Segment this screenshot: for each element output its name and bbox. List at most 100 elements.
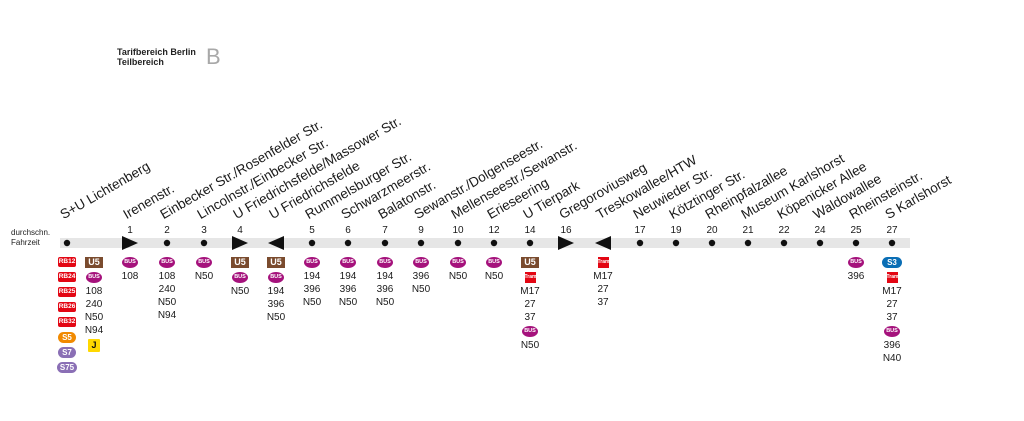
line-badge-bus: BUS xyxy=(196,257,212,268)
connection-line-number: N50 xyxy=(375,297,395,308)
line-badge-bus: BUS xyxy=(159,257,175,268)
connection-line-number: N94 xyxy=(157,310,177,321)
line-badge-bus: BUS xyxy=(522,326,538,337)
connection-line-number: N50 xyxy=(157,297,177,308)
connection-line-number: N50 xyxy=(411,284,431,295)
stop-dot xyxy=(744,239,752,247)
line-badge-s5: S5 xyxy=(58,332,76,343)
connection-line-number: N50 xyxy=(484,271,504,282)
tariff-zone-label: Tarifbereich Berlin Teilbereich xyxy=(117,47,196,67)
stop-minute: 7 xyxy=(382,225,388,236)
direction-arrow-right-icon xyxy=(122,236,138,250)
line-badge-tram: Tram xyxy=(886,272,898,283)
line-badge-u5: U5 xyxy=(85,257,103,268)
connection-line-number: N94 xyxy=(84,325,104,336)
line-badge-s3: S3 xyxy=(882,257,902,268)
route-bar xyxy=(60,238,910,248)
line-badge-bus: BUS xyxy=(122,257,138,268)
stop-dot xyxy=(852,239,860,247)
connection-line-number: 396 xyxy=(376,284,394,295)
connection-line-number: 396 xyxy=(267,299,285,310)
connection-line-number: 396 xyxy=(412,271,430,282)
stop-minute: 3 xyxy=(201,225,207,236)
connection-line-number: 37 xyxy=(597,297,609,308)
line-badge-u5: U5 xyxy=(521,257,539,268)
stop-minute: 14 xyxy=(524,225,536,236)
stop-dot xyxy=(636,239,644,247)
stop-minute: 12 xyxy=(488,225,500,236)
stop-dot xyxy=(308,239,316,247)
stop-minute: 21 xyxy=(742,225,754,236)
average-travel-time-line1: durchschn. xyxy=(11,228,51,237)
stop-dot xyxy=(344,239,352,247)
stop-minute: 24 xyxy=(814,225,826,236)
connection-line-number: N50 xyxy=(266,312,286,323)
connection-line-number: 27 xyxy=(524,299,536,310)
stop-dot xyxy=(63,239,71,247)
direction-arrow-left-icon xyxy=(595,236,611,250)
stop-minute: 1 xyxy=(127,225,133,236)
connection-line-number: 37 xyxy=(524,312,536,323)
stop-minute: 27 xyxy=(886,225,898,236)
connection-line-number: N50 xyxy=(338,297,358,308)
stop-minute: 10 xyxy=(452,225,464,236)
stop-dot xyxy=(780,239,788,247)
connection-line-number: 396 xyxy=(303,284,321,295)
stop-dot xyxy=(672,239,680,247)
connection-line-number: 108 xyxy=(85,286,103,297)
line-badge-bus: BUS xyxy=(848,257,864,268)
stop-dot xyxy=(417,239,425,247)
connection-line-number: N50 xyxy=(302,297,322,308)
stop-minute: 25 xyxy=(850,225,862,236)
line-badge-u5: U5 xyxy=(231,257,249,268)
tariff-zone-line1: Tarifbereich Berlin xyxy=(117,47,196,57)
line-badge-s7: S7 xyxy=(58,347,76,358)
stop-dot xyxy=(200,239,208,247)
stop-minute: 20 xyxy=(706,225,718,236)
direction-arrow-right-icon xyxy=(558,236,574,250)
line-badge-bus: BUS xyxy=(884,326,900,337)
stop-minute: 19 xyxy=(670,225,682,236)
connection-line-number: 27 xyxy=(886,299,898,310)
stop-minute: 6 xyxy=(345,225,351,236)
connection-line-number: N50 xyxy=(194,271,214,282)
line-badge-rb12: RB12 xyxy=(58,257,76,267)
line-badge-s75: S75 xyxy=(57,362,77,373)
connection-line-number: 108 xyxy=(121,271,139,282)
connection-line-number: 37 xyxy=(886,312,898,323)
connection-line-number: M17 xyxy=(882,286,902,297)
line-badge-bus: BUS xyxy=(450,257,466,268)
connection-line-number: N50 xyxy=(230,286,250,297)
line-badge-rb26: RB26 xyxy=(58,302,76,312)
stop-minute: 9 xyxy=(418,225,424,236)
line-badge-u5: U5 xyxy=(267,257,285,268)
connection-line-number: 108 xyxy=(158,271,176,282)
connection-line-number: 396 xyxy=(883,340,901,351)
stop-dot xyxy=(708,239,716,247)
line-badge-bus: BUS xyxy=(377,257,393,268)
line-badge-bus: BUS xyxy=(413,257,429,268)
line-badge-tram: Tram xyxy=(524,272,536,283)
connection-line-number: N40 xyxy=(882,353,902,364)
stop-dot xyxy=(526,239,534,247)
connection-line-number: 240 xyxy=(158,284,176,295)
connection-line-number: 194 xyxy=(267,286,285,297)
connection-line-number: N50 xyxy=(448,271,468,282)
line-badge-j: J xyxy=(88,339,100,352)
direction-arrow-left-icon xyxy=(268,236,284,250)
connection-line-number: 194 xyxy=(339,271,357,282)
stop-minute: 2 xyxy=(164,225,170,236)
line-badge-rb32: RB32 xyxy=(58,317,76,327)
stop-minute: 17 xyxy=(634,225,646,236)
connection-line-number: M17 xyxy=(520,286,540,297)
stop-dot xyxy=(381,239,389,247)
connection-line-number: N50 xyxy=(520,340,540,351)
tariff-zone-line2: Teilbereich xyxy=(117,57,164,67)
stop-dot xyxy=(454,239,462,247)
connection-line-number: 240 xyxy=(85,299,103,310)
line-badge-bus: BUS xyxy=(268,272,284,283)
connection-line-number: M17 xyxy=(593,271,613,282)
stop-dot xyxy=(490,239,498,247)
